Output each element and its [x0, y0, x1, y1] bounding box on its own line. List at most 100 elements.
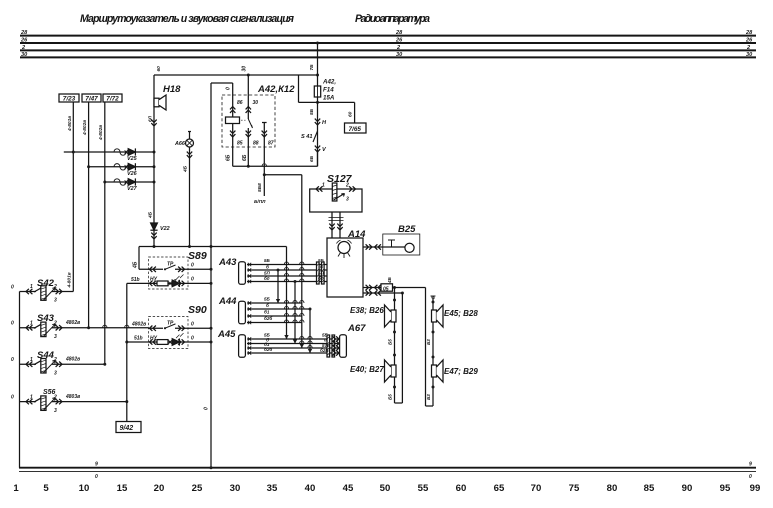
svg-text:99: 99	[750, 483, 761, 494]
svg-text:4Б: 4Б	[387, 276, 392, 284]
svg-text:5Б: 5Б	[264, 297, 271, 302]
svg-text:0: 0	[324, 338, 327, 343]
svg-text:5: 5	[43, 483, 49, 494]
svg-text:5П: 5П	[264, 271, 271, 276]
svg-text:S90: S90	[188, 304, 207, 316]
svg-text:1: 1	[30, 284, 33, 290]
svg-text:4802в: 4802в	[65, 320, 80, 326]
svg-text:51b: 51b	[131, 277, 140, 283]
svg-text:86: 86	[237, 100, 243, 106]
svg-text:6Б: 6Б	[309, 155, 315, 162]
svg-text:4802в: 4802в	[65, 357, 80, 363]
svg-text:6Б: 6Б	[242, 154, 248, 161]
svg-text:Маршрутоуказатель и звуковая с: Маршрутоуказатель и звуковая сигнализаци…	[80, 13, 295, 25]
svg-text:7Б: 7Б	[309, 64, 315, 71]
svg-text:б2б: б2б	[264, 346, 272, 352]
svg-text:3: 3	[54, 408, 57, 414]
svg-text:75: 75	[569, 483, 580, 494]
svg-text:7/23: 7/23	[63, 96, 76, 103]
svg-text:9/42: 9/42	[120, 425, 134, 432]
svg-text:5Б: 5Б	[318, 258, 325, 263]
svg-text:4802в: 4802в	[131, 321, 146, 327]
svg-text:б0: б0	[318, 275, 324, 281]
svg-text:5П: 5П	[318, 271, 325, 276]
svg-text:Е38; В26: Е38; В26	[350, 306, 384, 315]
svg-text:S43: S43	[37, 313, 55, 324]
svg-text:б1: б1	[264, 309, 270, 315]
svg-text:НУ: НУ	[150, 277, 158, 283]
svg-text:6Л: 6Л	[148, 115, 154, 122]
svg-text:2: 2	[746, 45, 751, 51]
svg-text:Н: Н	[322, 120, 327, 126]
svg-text:S89: S89	[188, 250, 207, 262]
svg-text:0: 0	[191, 321, 194, 327]
svg-text:57Б: 57Б	[322, 343, 331, 348]
svg-text:60: 60	[456, 483, 467, 494]
svg-text:0: 0	[191, 277, 194, 283]
svg-text:80: 80	[607, 483, 618, 494]
svg-text:А45: А45	[217, 329, 236, 340]
svg-text:2: 2	[21, 45, 26, 51]
svg-text:V: V	[322, 147, 327, 153]
svg-text:5Б: 5Б	[322, 333, 329, 338]
svg-text:45: 45	[343, 483, 354, 494]
svg-text:Б/ПЛ: Б/ПЛ	[254, 199, 266, 205]
svg-text:7/72: 7/72	[106, 96, 119, 103]
svg-text:87: 87	[268, 141, 274, 147]
svg-text:1: 1	[30, 395, 33, 401]
svg-text:0: 0	[204, 407, 210, 410]
svg-text:65: 65	[494, 483, 505, 494]
svg-text:2: 2	[53, 321, 57, 327]
svg-text:б2Б: б2Б	[320, 347, 329, 353]
svg-text:б0: б0	[264, 275, 270, 281]
svg-text:30: 30	[21, 52, 28, 58]
svg-text:51b: 51b	[134, 336, 143, 342]
svg-text:А43: А43	[218, 257, 237, 268]
svg-text:ТР: ТР	[167, 320, 174, 326]
svg-text:4Б: 4Б	[133, 261, 139, 269]
svg-text:б: б	[320, 264, 323, 270]
svg-text:28: 28	[745, 30, 753, 36]
svg-text:26: 26	[395, 37, 403, 43]
svg-text:V25: V25	[127, 156, 138, 162]
svg-text:В25: В25	[398, 224, 416, 235]
svg-text:0: 0	[191, 263, 194, 269]
svg-text:0: 0	[191, 335, 194, 341]
svg-text:0: 0	[11, 285, 14, 291]
svg-text:90: 90	[682, 483, 693, 494]
svg-text:5Б: 5Б	[264, 333, 271, 338]
svg-text:70: 70	[531, 483, 542, 494]
svg-text:60: 60	[348, 111, 354, 117]
svg-text:3: 3	[54, 334, 57, 340]
svg-text:Б5: Б5	[388, 394, 393, 400]
svg-text:0: 0	[11, 357, 14, 363]
svg-text:4-801в: 4-801в	[67, 116, 73, 132]
svg-text:26: 26	[20, 37, 28, 43]
svg-text:28: 28	[395, 30, 403, 36]
svg-text:0: 0	[749, 474, 752, 480]
svg-text:1: 1	[30, 357, 33, 363]
svg-text:0: 0	[226, 87, 232, 90]
svg-text:б: б	[266, 302, 269, 308]
svg-text:2: 2	[345, 183, 349, 189]
svg-text:Е40; В27: Е40; В27	[350, 365, 384, 374]
svg-text:7/65: 7/65	[349, 126, 362, 133]
svg-text:5Б: 5Б	[309, 108, 315, 115]
svg-text:4-801в: 4-801в	[67, 272, 73, 288]
svg-text:5Б8: 5Б8	[257, 183, 263, 192]
svg-text:Б5: Б5	[388, 339, 393, 345]
svg-text:3: 3	[346, 197, 349, 203]
svg-text:V26: V26	[127, 171, 138, 177]
svg-text:б1: б1	[264, 341, 270, 347]
svg-text:35: 35	[267, 483, 278, 494]
svg-text:А67: А67	[347, 323, 366, 334]
svg-text:ТР: ТР	[167, 262, 174, 268]
svg-text:S56: S56	[43, 389, 56, 396]
svg-text:26: 26	[745, 37, 753, 43]
svg-text:88: 88	[253, 141, 259, 147]
svg-text:V22: V22	[160, 226, 170, 232]
svg-text:2: 2	[53, 357, 57, 363]
svg-text:28: 28	[20, 30, 28, 36]
svg-text:9: 9	[749, 462, 752, 468]
svg-text:85: 85	[644, 483, 655, 494]
